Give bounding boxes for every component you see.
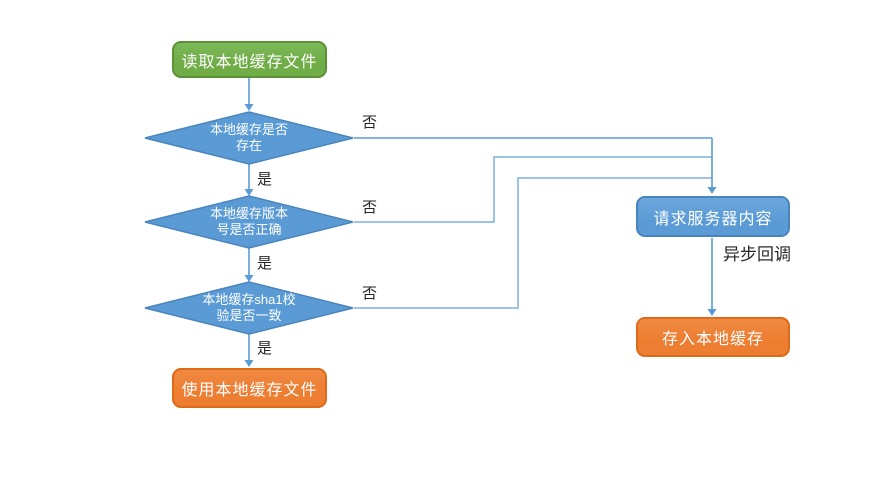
edge-label-yes-3: 是 (257, 340, 273, 357)
node-use-cache-label: 使用本地缓存文件 (181, 382, 318, 399)
edge-cache-exists-yes (244, 164, 254, 196)
edge-request-server-to-store-cache (707, 238, 717, 316)
node-store-cache: 存入本地缓存 (636, 317, 790, 357)
edge-line (354, 156, 712, 223)
edge-version-correct-yes (244, 248, 254, 282)
decision-cache-exists-shape (144, 111, 354, 165)
decision-version-correct-label: 本地缓存版本 号是否正确 (209, 206, 288, 237)
edge-label-no-1: 否 (362, 114, 378, 131)
node-read-cache: 读取本地缓存文件 (172, 41, 327, 78)
node-read-cache-label: 读取本地缓存文件 (181, 53, 318, 71)
node-use-cache: 使用本地缓存文件 (172, 368, 327, 408)
edge-merge-to-request-server (707, 138, 717, 194)
arrowhead-down-icon (244, 104, 254, 111)
arrowhead-down-icon (244, 275, 254, 282)
edge-line (354, 177, 712, 309)
node-store-cache-label: 存入本地缓存 (661, 331, 764, 348)
edge-label-no-3: 否 (362, 285, 378, 302)
edge-label-no-2: 否 (362, 199, 378, 216)
edge-read-cache-to-cache-exists (244, 78, 254, 111)
edge-version-correct-no (354, 156, 712, 223)
node-request-server-label: 请求服务器内容 (653, 210, 773, 228)
decision-sha1-match-label: 本地缓存sha1校 验是否一致 (202, 292, 296, 323)
decision-cache-exists-label: 本地缓存是否 存在 (209, 122, 288, 153)
decision-sha1-match-shape (144, 281, 354, 335)
arrowhead-down-icon (707, 309, 717, 316)
arrowhead-down-icon (244, 360, 254, 367)
decision-version-correct-shape (144, 195, 354, 249)
edge-label-async-callback: 异步回调 (723, 245, 791, 264)
edge-label-yes-1: 是 (257, 171, 273, 188)
node-request-server: 请求服务器内容 (636, 196, 790, 237)
edge-sha1-match-no (354, 177, 712, 309)
arrowhead-down-icon (244, 189, 254, 196)
edge-sha1-match-yes (244, 334, 254, 367)
edge-label-yes-2: 是 (257, 255, 273, 272)
arrowhead-down-icon (707, 187, 717, 194)
